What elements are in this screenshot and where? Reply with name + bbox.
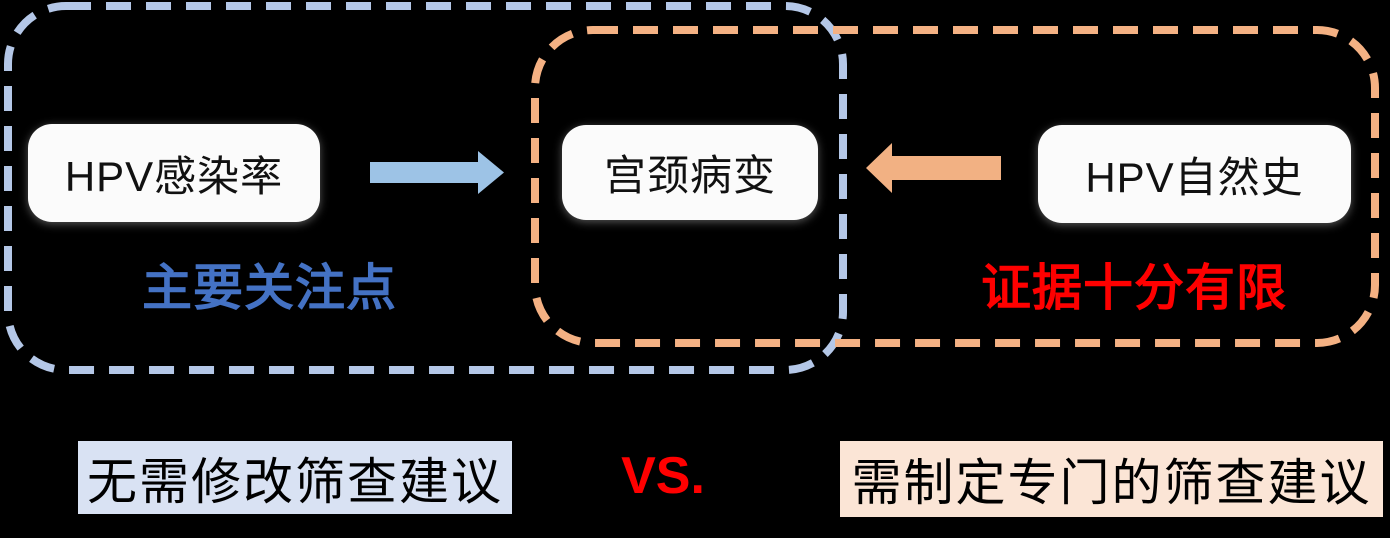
vs-label: VS. (621, 447, 705, 505)
hpv-infection-rate-label: HPV感染率 (64, 152, 284, 200)
hpv-natural-history-box: HPV自然史 (1038, 125, 1351, 223)
limited-evidence-caption: 证据十分有限 (981, 260, 1287, 316)
right-group-dashed-outline (531, 26, 1379, 347)
hpv-infection-rate-box: HPV感染率 (28, 124, 320, 222)
conclusion-no-change-label: 无需修改筛查建议 (87, 453, 503, 510)
left-group-dashed-outline (4, 2, 847, 374)
cervical-lesion-label: 宫颈病变 (603, 152, 776, 199)
cervical-lesion-box: 宫颈病变 (562, 125, 818, 220)
main-focus-caption: 主要关注点 (142, 260, 397, 316)
conclusion-special-guideline-box: 需制定专门的筛查建议 (840, 441, 1383, 517)
conclusion-no-change-box: 无需修改筛查建议 (78, 441, 512, 514)
conclusion-special-guideline-label: 需制定专门的筛查建议 (851, 455, 1372, 511)
hpv-natural-history-label: HPV自然史 (1085, 153, 1304, 201)
left-arrow-icon (866, 143, 1001, 193)
right-arrow-icon (370, 151, 504, 194)
